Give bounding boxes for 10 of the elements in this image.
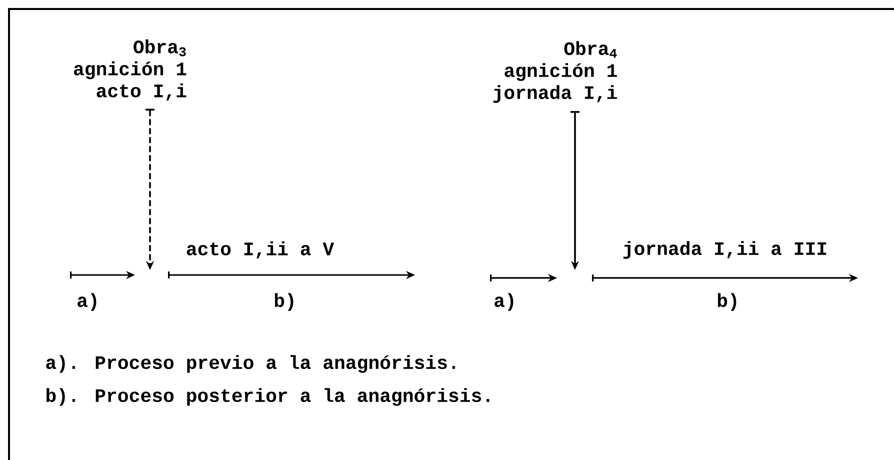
- segment-label: a): [494, 293, 514, 311]
- segment-label: b): [274, 293, 294, 311]
- node-text: Obra$_{4}$ agnición 1 jornada I,i: [493, 41, 617, 103]
- segment-label: a): [78, 293, 96, 311]
- node-text: Obra$_{3}$ agnición 1 acto I,i: [74, 39, 186, 101]
- segment-label: b): [718, 293, 736, 311]
- act-range-label: jornada I,ii a III: [623, 241, 826, 259]
- legend-note: b). Proceso posterior a la anagnórisis.: [46, 388, 490, 406]
- act-range-label: acto I,ii a V: [186, 241, 334, 259]
- legend-note: a). Proceso previo a la anagnórisis.: [46, 355, 456, 373]
